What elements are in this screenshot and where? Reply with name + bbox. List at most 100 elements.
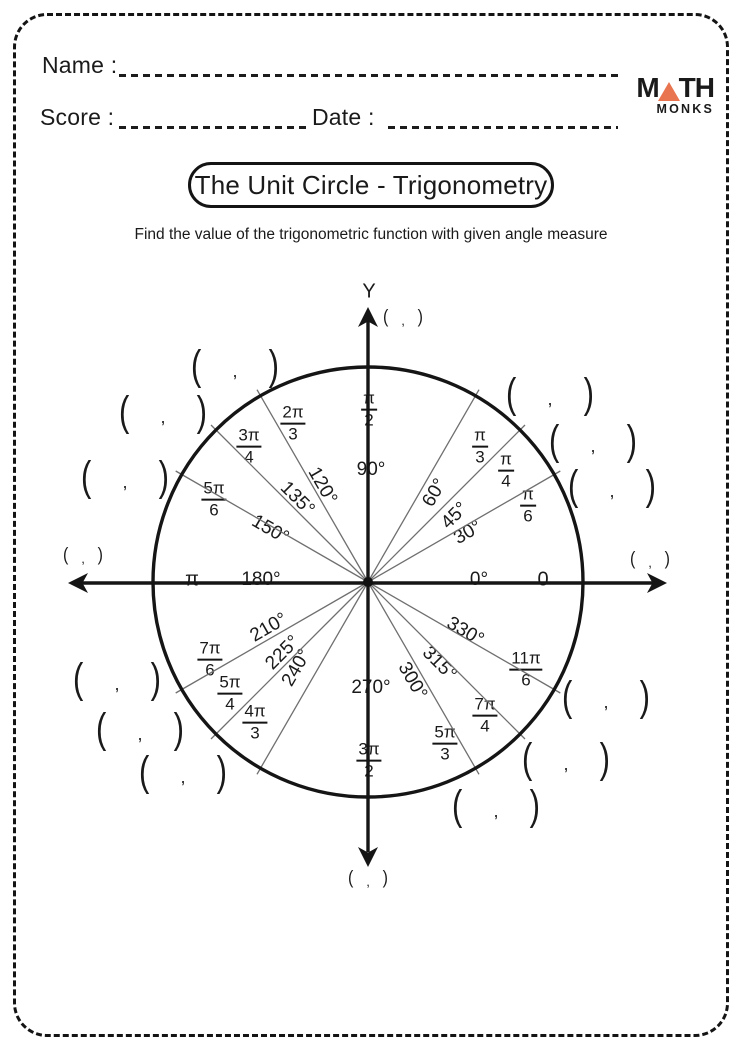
- paren-open: (: [506, 369, 517, 417]
- logo-letters-th: TH: [678, 72, 715, 103]
- logo-triangle-icon: [657, 82, 680, 101]
- paren-close: ): [626, 416, 637, 464]
- answer-blank-225[interactable]: (,): [96, 705, 184, 751]
- paren-close: ): [216, 747, 227, 795]
- paren-close: ): [97, 545, 103, 566]
- y-axis-down-arrow-icon: [358, 847, 378, 867]
- fraction-denominator: 4: [225, 695, 235, 714]
- answer-blank-150[interactable]: (,): [81, 453, 169, 499]
- comma: ,: [493, 800, 499, 821]
- paren-close: ): [599, 734, 610, 782]
- paren-open: (: [630, 549, 636, 570]
- answer-blank-30[interactable]: (,): [568, 462, 656, 508]
- comma: ,: [563, 753, 569, 774]
- date-label: Date :: [312, 104, 375, 130]
- comma: ,: [122, 471, 128, 492]
- comma: ,: [609, 480, 615, 501]
- fraction-numerator: π: [472, 426, 488, 448]
- fraction-numerator: 3π: [236, 426, 262, 448]
- comma: ,: [114, 673, 120, 694]
- paren-close: ): [529, 781, 540, 829]
- y-axis-up-arrow-icon: [358, 307, 378, 327]
- instruction-text: Find the value of the trigonometric func…: [134, 226, 608, 243]
- fraction-denominator: 4: [501, 472, 511, 491]
- angle-label-90: 90°: [348, 459, 394, 481]
- fraction-denominator: 4: [244, 448, 254, 467]
- answer-blank-90[interactable]: (,): [383, 307, 423, 328]
- date-write-line[interactable]: [388, 126, 618, 129]
- paren-open: (: [549, 416, 560, 464]
- comma: ,: [590, 435, 596, 456]
- x-axis-right-arrow-icon: [647, 573, 667, 593]
- paren-open: (: [452, 781, 463, 829]
- logo-letter-m: M: [636, 72, 659, 103]
- answer-blank-315[interactable]: (,): [522, 735, 610, 781]
- answer-blank-240[interactable]: (,): [139, 748, 227, 794]
- axis-label-zero: 0: [529, 568, 557, 592]
- name-write-line[interactable]: [119, 74, 618, 77]
- answer-blank-45[interactable]: (,): [549, 417, 637, 463]
- comma: ,: [401, 312, 405, 328]
- paren-open: (: [73, 654, 84, 702]
- answer-blank-180[interactable]: (,): [63, 545, 103, 566]
- score-write-line[interactable]: [119, 126, 308, 129]
- y-axis-letter: Y: [362, 280, 376, 303]
- fraction-denominator: 3: [440, 745, 450, 764]
- comma: ,: [232, 360, 238, 381]
- angle-spokes: [175, 389, 561, 775]
- paren-close: ): [268, 341, 279, 389]
- paren-open: (: [568, 461, 579, 509]
- comma: ,: [137, 723, 143, 744]
- paren-open: (: [139, 747, 150, 795]
- paren-close: ): [645, 461, 656, 509]
- paren-open: (: [348, 868, 354, 889]
- paren-close: ): [664, 549, 670, 570]
- worksheet-title-box: The Unit Circle - Trigonometry: [188, 162, 554, 208]
- fraction-numerator: π: [498, 450, 514, 472]
- comma: ,: [547, 388, 553, 409]
- angle-label-270: 270°: [343, 677, 399, 699]
- answer-blank-60[interactable]: (,): [506, 370, 594, 416]
- paren-open: (: [522, 734, 533, 782]
- fraction-numerator: 7π: [472, 695, 498, 717]
- fraction-numerator: 11π: [509, 649, 543, 671]
- name-label: Name :: [42, 52, 118, 78]
- answer-blank-300[interactable]: (,): [452, 782, 540, 828]
- paren-close: ): [150, 654, 161, 702]
- paren-open: (: [96, 704, 107, 752]
- fraction-denominator: 6: [205, 661, 215, 680]
- answer-blank-330[interactable]: (,): [562, 673, 650, 719]
- paren-open: (: [81, 452, 92, 500]
- fraction-numerator: 5π: [217, 673, 243, 695]
- fraction-numerator: 5π: [432, 723, 458, 745]
- paren-close: ): [196, 387, 207, 435]
- answer-blank-210[interactable]: (,): [73, 655, 161, 701]
- origin-dot: [363, 577, 373, 587]
- fraction-numerator: 7π: [197, 639, 223, 661]
- fraction-denominator: 6: [209, 501, 219, 520]
- paren-close: ): [173, 704, 184, 752]
- answer-blank-120[interactable]: (,): [191, 342, 279, 388]
- paren-open: (: [383, 307, 389, 328]
- answer-blank-270[interactable]: (,): [348, 868, 388, 889]
- paren-close: ): [158, 452, 169, 500]
- answer-blank-0[interactable]: (,): [630, 549, 670, 570]
- comma: ,: [366, 873, 370, 889]
- answer-blank-135[interactable]: (,): [119, 388, 207, 434]
- x-axis-left-arrow-icon: [68, 573, 88, 593]
- fraction-denominator: 4: [480, 717, 490, 736]
- comma: ,: [81, 550, 85, 566]
- fraction-denominator: 3: [288, 425, 298, 444]
- logo-word-math: M TH: [636, 72, 715, 103]
- fraction-numerator: π: [520, 485, 536, 507]
- comma: ,: [603, 691, 609, 712]
- paren-open: (: [191, 341, 202, 389]
